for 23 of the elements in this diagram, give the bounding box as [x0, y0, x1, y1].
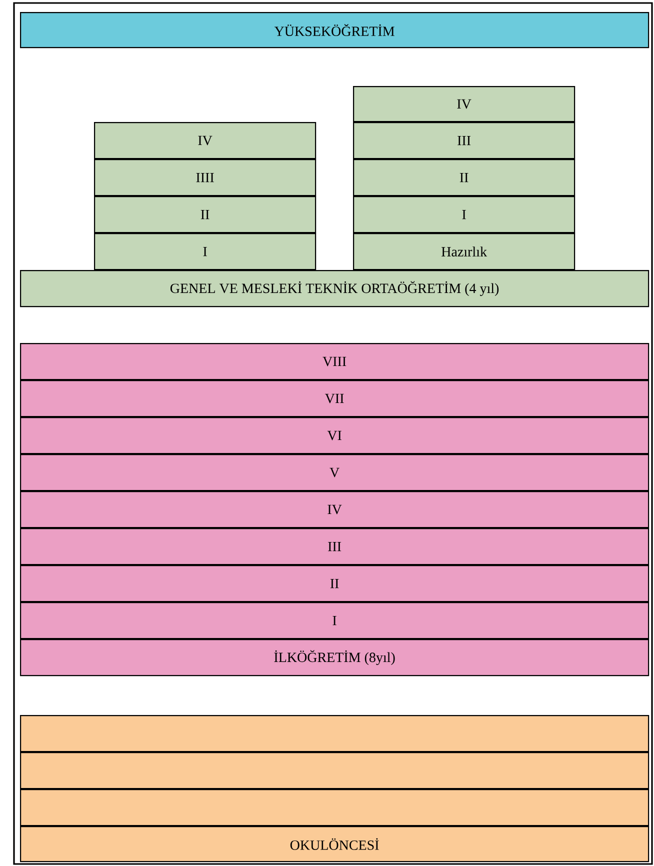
grade-box: IV — [353, 86, 576, 122]
level-bar: OKULÖNCESİ — [20, 826, 650, 862]
grade-bar: VI — [20, 417, 650, 454]
grade-bar: II — [20, 565, 650, 602]
grade-bar — [20, 789, 650, 826]
level-bar: İLKÖĞRETİM (8yıl) — [20, 639, 650, 676]
grade-box: I — [353, 196, 576, 234]
grade-bar: IV — [20, 491, 650, 528]
grade-bar: V — [20, 454, 650, 492]
grade-bar — [20, 752, 650, 790]
level-bar: YÜKSEKÖĞRETİM — [20, 12, 650, 48]
grade-bar: VIII — [20, 343, 650, 380]
grade-box: II — [94, 196, 316, 234]
grade-box: Hazırlık — [353, 233, 576, 270]
grade-box: II — [353, 159, 576, 196]
grade-bar — [20, 715, 650, 752]
grade-box: IV — [94, 122, 316, 160]
grade-box: III — [353, 122, 576, 160]
grade-bar: I — [20, 602, 650, 640]
grade-box: I — [94, 233, 316, 270]
grade-bar: VII — [20, 380, 650, 418]
grade-bar: III — [20, 528, 650, 566]
grade-box: IIII — [94, 159, 316, 196]
